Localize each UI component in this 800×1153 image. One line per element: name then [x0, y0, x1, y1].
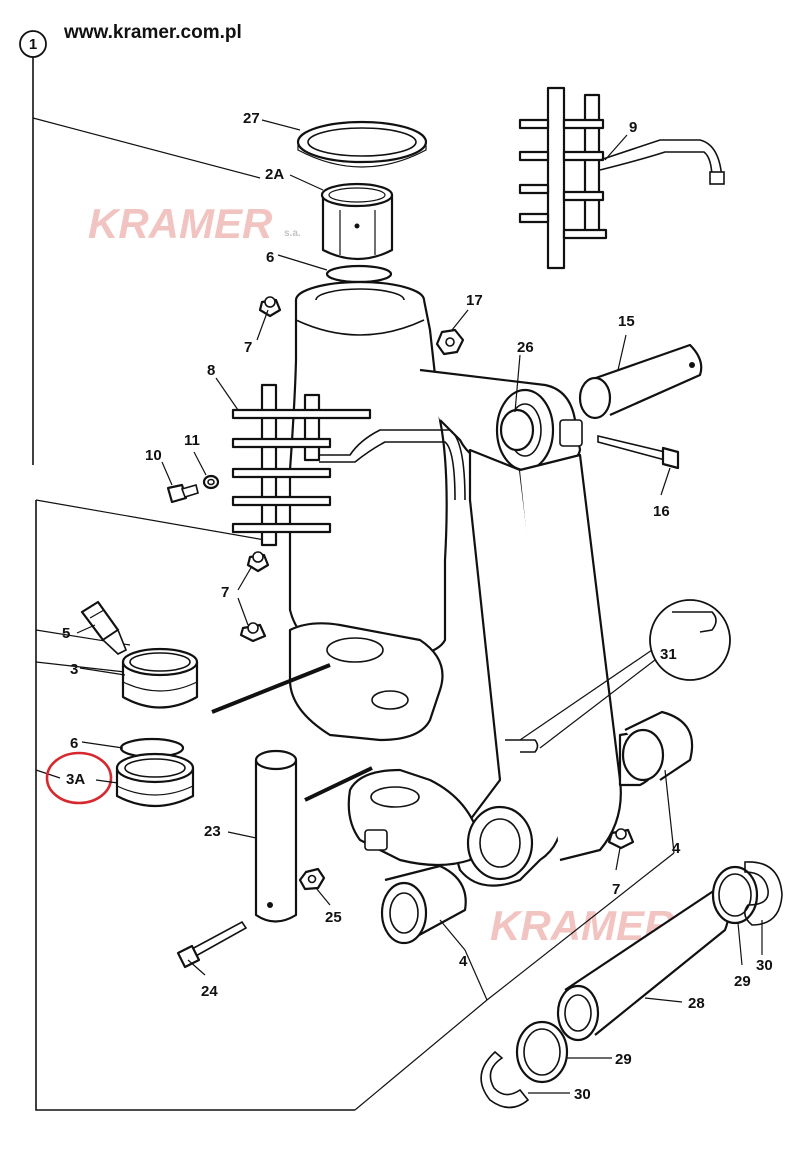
grease-nipple-7-mid-lower: [239, 622, 267, 643]
bushing-2A: [320, 182, 394, 260]
label-10: 10: [145, 447, 162, 464]
label-28: 28: [688, 995, 705, 1012]
bushing-3: [121, 647, 199, 709]
swivel-frame-body: [211, 280, 660, 887]
grease-manifold-8: [231, 383, 466, 547]
grease-nipple-7-mid: [246, 551, 270, 573]
site-url: www.kramer.com.pl: [63, 22, 242, 43]
seal-ring-27: [296, 120, 428, 168]
watermark-suffix: s.a.: [284, 228, 301, 239]
ring-29-right: [711, 865, 759, 925]
label-4-low: 4: [459, 953, 468, 970]
nut-17: [435, 328, 465, 356]
bushing-3A: [115, 752, 195, 808]
group-number: 1: [29, 36, 37, 53]
label-25: 25: [325, 909, 342, 926]
label-26: 26: [517, 339, 534, 356]
circlip-30-low: [480, 1050, 530, 1109]
label-4-right: 4: [672, 840, 681, 857]
clip-31-callout: [505, 599, 731, 753]
bolt-10: [166, 483, 199, 504]
bushing-4-low: [380, 864, 467, 945]
leader-lines: [76, 119, 763, 1094]
label-7-low: 7: [612, 881, 620, 898]
circlip-30-right: [744, 861, 783, 926]
watermark-top: KRAMER s.a.: [88, 200, 301, 247]
label-24: 24: [201, 983, 218, 1000]
label-30-right: 30: [756, 957, 773, 974]
grease-nipple-7-low: [607, 828, 635, 850]
label-16: 16: [653, 503, 670, 520]
bearing-26: [499, 408, 535, 452]
label-27: 27: [243, 110, 260, 127]
bolt-24: [176, 920, 248, 969]
label-7-mid: 7: [221, 584, 229, 601]
label-17: 17: [466, 292, 483, 309]
part-labels: 27 2A 6 7 17 15 9 26 8 10 11 16 7 5 3 31…: [62, 110, 773, 1103]
label-6-low: 6: [70, 735, 78, 752]
label-30-low: 30: [574, 1086, 591, 1103]
label-3: 3: [70, 661, 78, 678]
grease-nipple-7-top: [258, 296, 282, 318]
label-2A: 2A: [265, 166, 284, 183]
label-3A: 3A: [66, 771, 85, 788]
pin-15: [578, 343, 703, 420]
washer-11: [202, 474, 220, 490]
label-15: 15: [618, 313, 635, 330]
label-6-top: 6: [266, 249, 274, 266]
label-5: 5: [62, 625, 70, 642]
bushing-4-right: [621, 710, 694, 782]
watermark-brand: KRAMER: [88, 200, 273, 247]
highlight-circle-3A: [45, 751, 113, 805]
nut-25: [298, 867, 326, 891]
label-7-top: 7: [244, 339, 252, 356]
o-ring-6-top: [325, 264, 393, 284]
label-23: 23: [204, 823, 221, 840]
label-31: 31: [660, 646, 677, 663]
bolt-16: [597, 434, 680, 470]
grease-manifold-9: [518, 86, 725, 270]
label-29-low: 29: [615, 1051, 632, 1068]
label-11: 11: [184, 432, 200, 449]
lubricant-tube-5: [80, 600, 128, 655]
pin-23: [254, 749, 298, 923]
label-8: 8: [207, 362, 215, 379]
label-29-right: 29: [734, 973, 751, 990]
group-number-badge: 1: [19, 30, 47, 58]
label-9: 9: [629, 119, 637, 136]
ring-29-low: [515, 1020, 569, 1084]
